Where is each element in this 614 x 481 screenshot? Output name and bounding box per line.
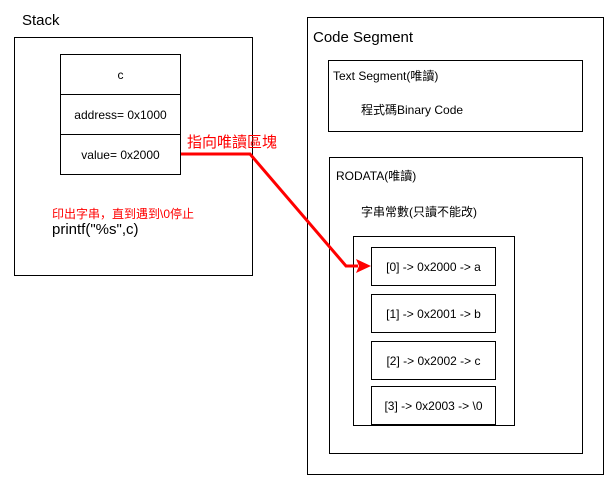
text-segment-title: Text Segment(唯讀)	[333, 69, 439, 83]
arrow-label: 指向唯讀區塊	[187, 134, 278, 151]
printf-code: printf("%s",c)	[52, 221, 139, 238]
stack-cell-name: c	[60, 54, 181, 95]
stack-title: Stack	[22, 12, 60, 29]
code-segment-title: Code Segment	[313, 29, 414, 46]
text-segment-content: 程式碼Binary Code	[361, 103, 464, 117]
array-entry: [3] -> 0x2003 -> \0	[371, 386, 496, 425]
stack-cell-address: address= 0x1000	[60, 94, 181, 135]
rodata-title: RODATA(唯讀)	[336, 169, 417, 183]
array-entry: [1] -> 0x2001 -> b	[371, 294, 496, 333]
array-entry: [2] -> 0x2002 -> c	[371, 341, 496, 380]
rodata-subtitle: 字串常數(只讀不能改)	[361, 205, 477, 219]
stack-cell-value: value= 0x2000	[60, 134, 181, 175]
text-segment-box	[328, 60, 583, 132]
printf-note: 印出字串，直到遇到\0停止	[52, 207, 195, 221]
array-entry: [0] -> 0x2000 -> a	[371, 247, 496, 286]
